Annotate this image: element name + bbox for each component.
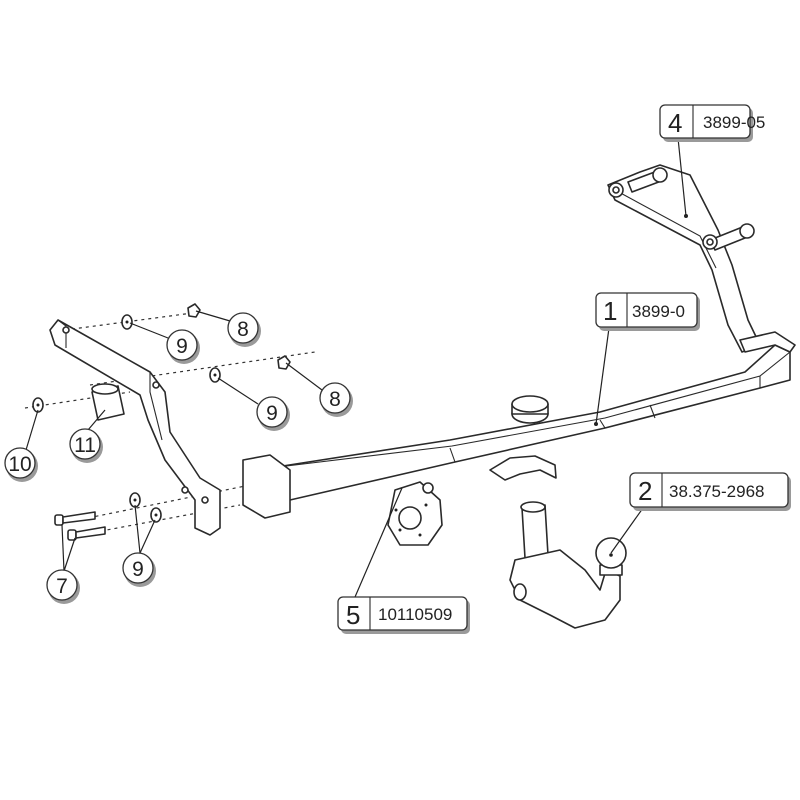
circle-label-10: 10 xyxy=(4,447,38,482)
callout-number: 5 xyxy=(346,600,360,630)
callout-2: 2 38.375-2968 xyxy=(629,472,791,511)
spacer-tube xyxy=(91,383,125,421)
part-code: 3899-05 xyxy=(703,113,765,132)
circle-label-7: 7 xyxy=(46,569,80,604)
left-bracket xyxy=(49,319,221,536)
part-number: 10 xyxy=(8,453,31,476)
washers-nuts xyxy=(32,303,291,523)
callout-1: 1 3899-0 xyxy=(595,292,700,331)
main-beam xyxy=(242,331,796,519)
socket-plate xyxy=(387,481,443,546)
circle-label-8b: 8 xyxy=(319,382,353,417)
circle-label-8a: 8 xyxy=(227,312,261,347)
callout-number: 1 xyxy=(603,296,617,326)
part-number: 9 xyxy=(132,558,144,581)
circle-label-9b: 9 xyxy=(256,396,290,431)
callout-5: 5 10110509 xyxy=(337,596,470,634)
circle-label-11: 11 xyxy=(69,428,103,463)
part-code: 38.375-2968 xyxy=(669,482,764,501)
callout-number: 4 xyxy=(668,108,682,138)
part-number: 7 xyxy=(56,575,68,598)
part-number: 9 xyxy=(266,402,278,425)
circle-label-9a: 9 xyxy=(166,329,200,364)
part-number: 8 xyxy=(237,318,249,341)
part-number: 9 xyxy=(176,335,188,358)
circle-label-9c: 9 xyxy=(122,552,156,587)
part-number: 11 xyxy=(74,434,96,457)
part-number: 8 xyxy=(329,388,341,411)
callout-4: 4 3899-05 xyxy=(659,104,765,142)
part-code: 10110509 xyxy=(378,605,452,624)
leader-lines xyxy=(25,137,688,598)
tow-ball xyxy=(509,501,627,629)
callout-number: 2 xyxy=(638,476,652,506)
part-code: 3899-0 xyxy=(632,302,685,321)
bolts xyxy=(54,511,106,541)
